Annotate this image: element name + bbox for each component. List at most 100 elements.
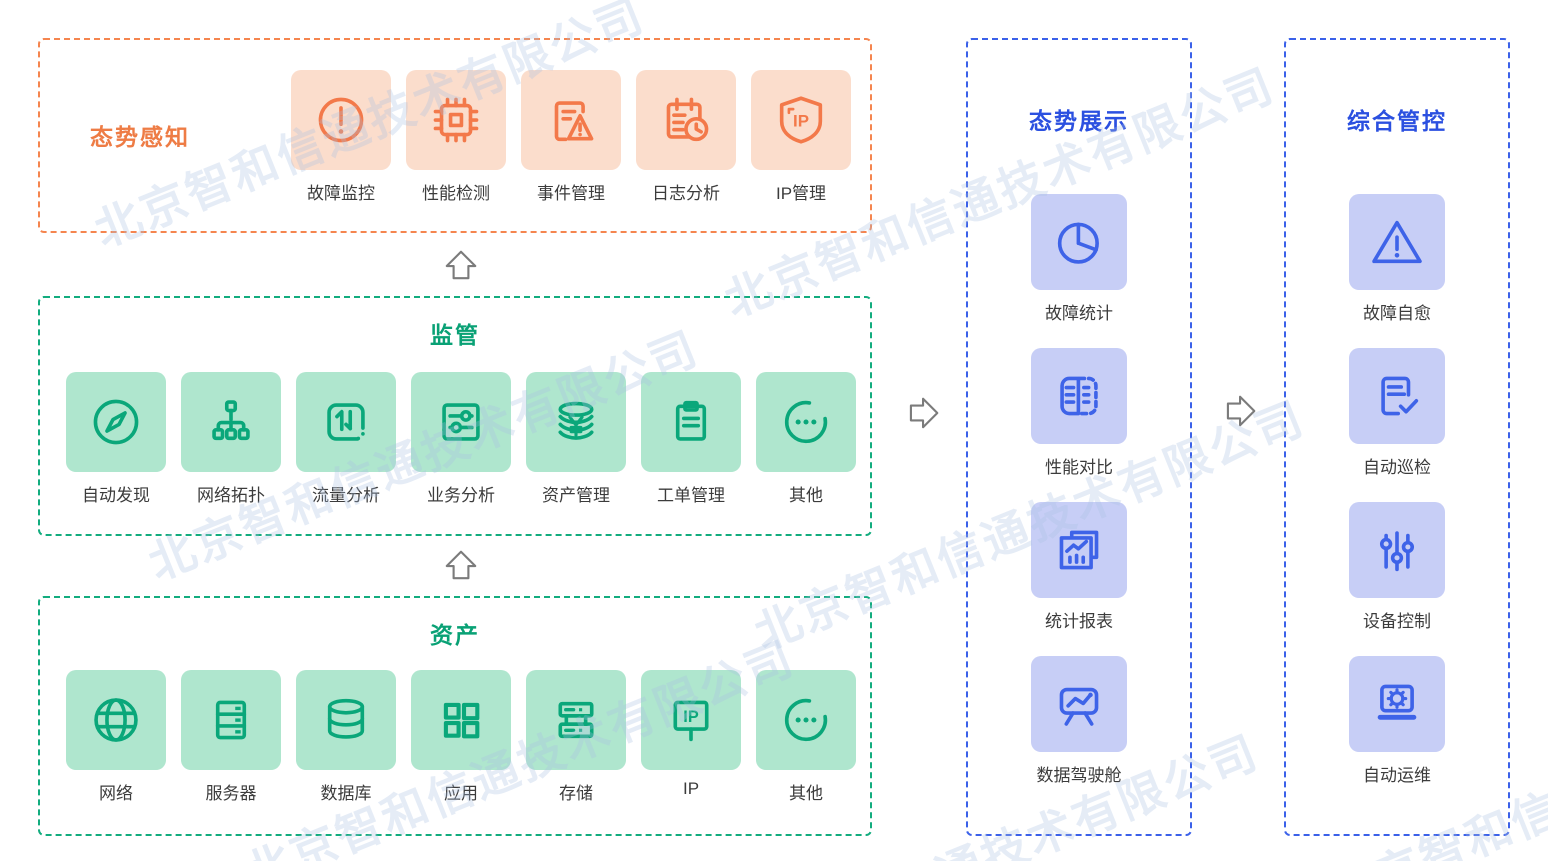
icon-tile (521, 70, 621, 170)
tile-more: 其他 (756, 670, 856, 804)
tile-label: 日志分析 (652, 184, 720, 203)
tile-column: 故障统计性能对比统计报表数据驾驶舱 (968, 194, 1190, 786)
more-icon (784, 400, 828, 444)
icon-tile (296, 372, 396, 472)
icon-tile: IP (751, 70, 851, 170)
svg-text:IP: IP (683, 708, 699, 726)
tile-label: 数据库 (320, 784, 372, 803)
tile-log-clock: 日志分析 (636, 70, 736, 204)
tile-row: 故障监控 性能检测事件管理日志分析 IP IP管理 (291, 70, 851, 204)
event-doc-icon (554, 101, 594, 142)
tile-row: 网络 服务器 数据库 应用 存储 IP IP 其他 (66, 670, 856, 804)
more-icon (784, 698, 828, 742)
panel-title: 资产 (430, 622, 480, 648)
icon-tile (1349, 502, 1445, 598)
tile-label: 其他 (789, 784, 823, 803)
tile-topology: 网络拓扑 (181, 372, 281, 506)
tile-label: 流量分析 (312, 486, 380, 505)
database-icon (327, 698, 365, 739)
icon-tile (526, 372, 626, 472)
panel-title: 监管 (430, 322, 480, 348)
tile-label: 自动巡检 (1363, 458, 1431, 477)
tile-dashboard-board: 数据驾驶舱 (1031, 656, 1127, 786)
icon-tile (181, 670, 281, 770)
right-arrow-icon (1226, 395, 1256, 427)
icon-tile (1031, 656, 1127, 752)
icon-tile (411, 372, 511, 472)
inspection-doc-icon (1381, 376, 1419, 416)
ip-shield-icon: IP (779, 96, 823, 144)
tile-app-grid: 应用 (411, 670, 511, 804)
tile-globe: 网络 (66, 670, 166, 804)
tile-label: 资产管理 (542, 486, 610, 505)
tile-work-order: 工单管理 (641, 372, 741, 506)
svg-text:IP: IP (793, 112, 809, 131)
ip-sign-icon: IP (673, 700, 709, 742)
tile-label: 应用 (444, 784, 478, 803)
tile-label: 设备控制 (1363, 612, 1431, 631)
icon-tile (66, 670, 166, 770)
icon-tile (1349, 194, 1445, 290)
compass-icon (93, 399, 139, 445)
dashboard-board-icon (1059, 687, 1099, 726)
compare-book-icon (1060, 376, 1098, 416)
tile-ip-shield: IP IP管理 (751, 70, 851, 204)
tile-traffic: 流量分析 (296, 372, 396, 506)
tile-storage: 存储 (526, 670, 626, 804)
tile-label: 自动发现 (82, 486, 150, 505)
tile-warning-triangle: 故障自愈 (1349, 194, 1445, 324)
icon-tile (641, 372, 741, 472)
tile-inspection-doc: 自动巡检 (1349, 348, 1445, 478)
icon-tile (1349, 348, 1445, 444)
tile-asset-money: 资产管理 (526, 372, 626, 506)
tile-server: 服务器 (181, 670, 281, 804)
tile-label: 统计报表 (1045, 612, 1113, 631)
icon-tile (181, 372, 281, 472)
storage-icon (558, 701, 594, 739)
up-arrow-icon (445, 250, 477, 280)
panel-title: 综合管控 (1347, 108, 1447, 134)
icon-tile (1031, 194, 1127, 290)
icon-tile: IP (641, 670, 741, 770)
tile-database: 数据库 (296, 670, 396, 804)
report-chart-icon (1059, 530, 1099, 570)
tile-label: 服务器 (205, 784, 257, 803)
control-sliders-icon (1379, 531, 1415, 572)
tile-column: 故障自愈自动巡检设备控制自动运维 (1286, 194, 1508, 786)
tile-label: 故障统计 (1045, 304, 1113, 323)
sliders-box-icon (442, 403, 480, 441)
tile-row: 自动发现 网络拓扑 流量分析 业务分析 资产管理 工单管理其他 (66, 372, 856, 506)
tile-label: 其他 (789, 486, 823, 505)
icon-tile (1349, 656, 1445, 752)
globe-icon (94, 698, 138, 742)
tile-event-doc: 事件管理 (521, 70, 621, 204)
tile-label: 网络 (99, 784, 133, 803)
tile-sliders-box: 业务分析 (411, 372, 511, 506)
tile-label: 网络拓扑 (197, 486, 265, 505)
icon-tile (756, 372, 856, 472)
icon-tile (636, 70, 736, 170)
asset-money-icon (558, 401, 594, 440)
panel-title: 态势感知 (90, 124, 190, 150)
icon-tile (1031, 348, 1127, 444)
panel-assets: 资产 网络 服务器 数据库 应用 存储 IP IP 其他 (38, 596, 872, 836)
server-icon (215, 700, 247, 740)
tile-cpu-chip: 性能检测 (406, 70, 506, 204)
panel-integrated-control: 综合管控 故障自愈自动巡检设备控制自动运维 (1284, 38, 1510, 836)
tile-pie-chart: 故障统计 (1031, 194, 1127, 324)
tile-label: 故障自愈 (1363, 304, 1431, 323)
icon-tile (66, 372, 166, 472)
tile-compass: 自动发现 (66, 372, 166, 506)
tile-label: 业务分析 (427, 486, 495, 505)
tile-label: IP管理 (775, 184, 827, 203)
tile-label: IP (682, 779, 700, 798)
cpu-chip-icon (433, 97, 479, 143)
tile-label: 故障监控 (307, 184, 375, 203)
panel-situation-display: 态势展示 故障统计性能对比统计报表数据驾驶舱 (966, 38, 1192, 836)
warning-triangle-icon (1372, 220, 1422, 264)
laptop-gear-icon (1377, 684, 1417, 720)
tile-report-chart: 统计报表 (1031, 502, 1127, 632)
tile-more: 其他 (756, 372, 856, 506)
tile-laptop-gear: 自动运维 (1349, 656, 1445, 786)
icon-tile (411, 670, 511, 770)
